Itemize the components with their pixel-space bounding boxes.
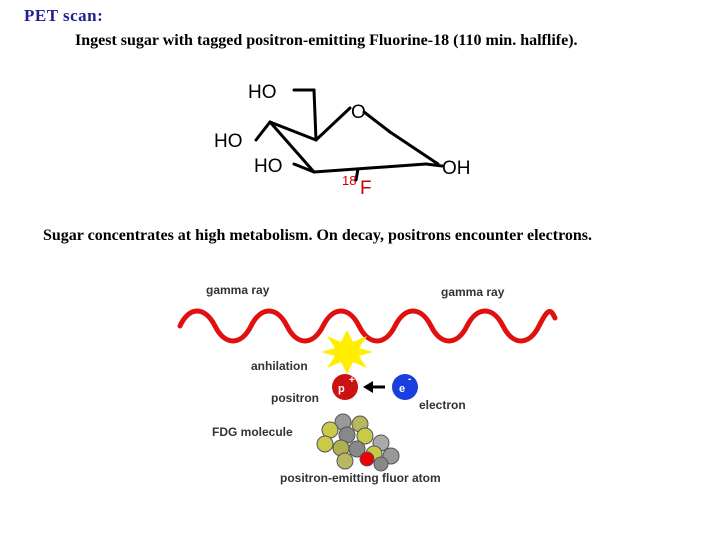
fluor-atom — [359, 451, 375, 467]
electron-symbol: e — [399, 383, 405, 395]
electron-label: electron — [419, 398, 466, 412]
ring-oxygen-label: O — [351, 102, 366, 123]
slide-title: PET scan: — [24, 6, 104, 25]
annihilation-diagram: gamma ray gamma ray anhilation p + e - p… — [177, 283, 558, 485]
fdg-description: Ingest sugar with tagged positron-emitti… — [75, 32, 578, 49]
hydroxyl-label-right: OH — [442, 158, 471, 179]
fdg-molecule-model — [316, 413, 400, 472]
gamma-ray-right-label: gamma ray — [441, 285, 505, 299]
annihilation-flash-icon — [321, 330, 373, 374]
fluorine-mass-number: 18 — [342, 173, 356, 188]
metabolism-description: Sugar concentrates at high metabolism. O… — [43, 227, 593, 244]
positron-particle — [332, 374, 358, 400]
hydroxyl-label-top: HO — [248, 82, 277, 103]
fdg-molecule-label: FDG molecule — [212, 425, 293, 439]
gamma-ray-wave — [177, 308, 558, 344]
annihilation-label: anhilation — [251, 359, 308, 373]
hydroxyl-label-bottom: HO — [254, 156, 283, 177]
electron-charge: - — [408, 374, 411, 385]
hydroxyl-label-left: HO — [214, 131, 243, 152]
gamma-ray-left-label: gamma ray — [206, 283, 270, 297]
fluorine-symbol: F — [360, 178, 372, 199]
fluor-atom-label: positron-emitting fluor atom — [280, 471, 441, 485]
positron-symbol: p — [338, 383, 345, 395]
positron-charge: + — [349, 375, 355, 386]
attraction-arrow-icon — [363, 381, 385, 393]
positron-label: positron — [271, 391, 319, 405]
fdg-structure-diagram: HO HO HO O OH 18 F — [214, 82, 471, 199]
electron-particle — [392, 374, 418, 400]
